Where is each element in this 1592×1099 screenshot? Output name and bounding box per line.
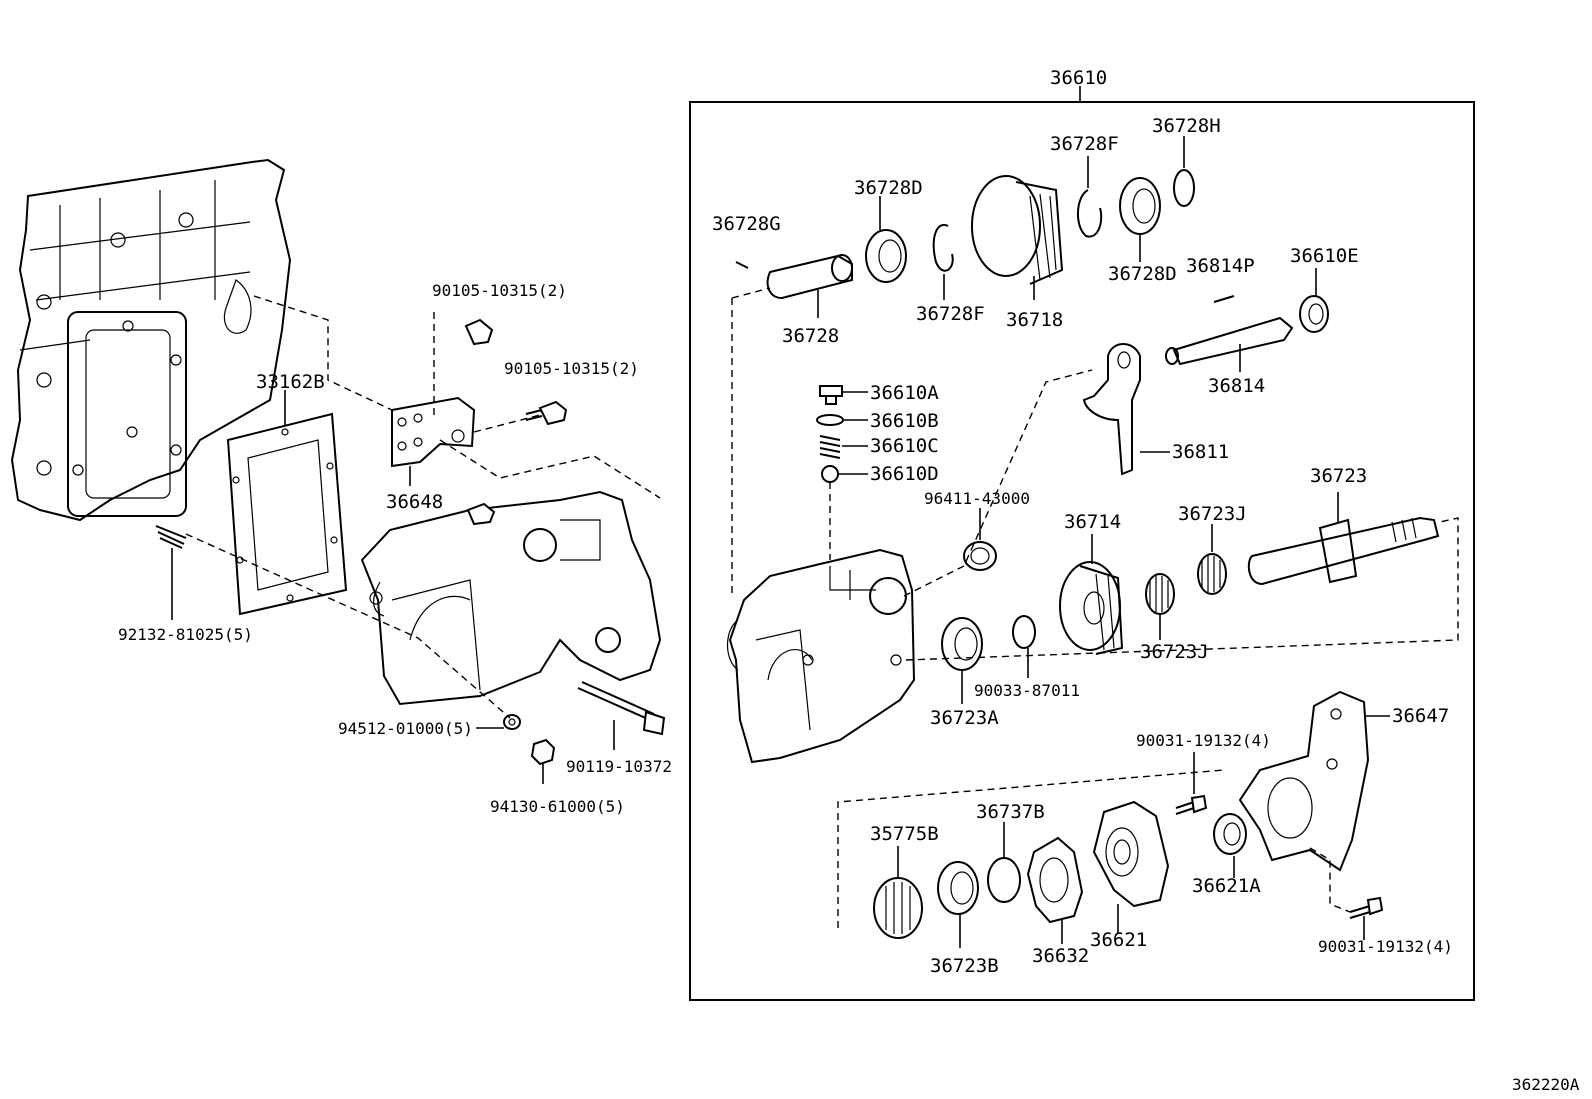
label-36610D: 36610D: [870, 463, 939, 485]
bolt-90105-upper: [464, 318, 494, 346]
assembly-label: 36610: [1050, 67, 1107, 89]
bearing-36723B: [937, 861, 979, 915]
bolt-90031-upper: [1175, 794, 1208, 815]
label-36621: 36621: [1090, 929, 1147, 951]
needle-bearing-36723J-right: [1197, 553, 1227, 595]
label-36737B: 36737B: [976, 801, 1045, 823]
pin-36728G: [735, 261, 749, 269]
shaft-36723: [1247, 516, 1440, 586]
gasket-36632: [1026, 836, 1084, 924]
label-92132: 92132-81025(5): [118, 625, 253, 644]
cover-36647: [1238, 690, 1370, 872]
gasket-33162B: [226, 412, 348, 616]
label-90031-upper: 90031-19132(4): [1136, 731, 1271, 750]
washer-36610B: [816, 414, 844, 426]
bearing-36728D-right: [1119, 177, 1161, 235]
label-36714: 36714: [1064, 511, 1121, 533]
label-35775B: 35775B: [870, 823, 939, 845]
label-36718: 36718: [1006, 309, 1063, 331]
label-36610B: 36610B: [870, 410, 939, 432]
label-36728D-left: 36728D: [854, 177, 923, 199]
collar-90033: [1012, 615, 1036, 649]
label-36647: 36647: [1392, 705, 1449, 727]
alignment-lines-left: [185, 295, 661, 719]
bracket-36648: [391, 396, 476, 468]
gear-36718: [971, 175, 1064, 285]
shaft-36814: [1165, 316, 1294, 366]
label-36723: 36723: [1310, 465, 1367, 487]
seal-36621A: [1213, 813, 1247, 855]
label-36728F-left: 36728F: [916, 303, 985, 325]
pto-housing-right-drawing: [727, 548, 916, 764]
plug-36610A: [819, 385, 843, 405]
label-36648: 36648: [386, 491, 443, 513]
bearing-36728D-left: [865, 229, 907, 283]
label-90105-upper: 90105-10315(2): [432, 281, 567, 300]
transmission-case-drawing: [10, 158, 292, 522]
spring-36610C: [819, 435, 841, 459]
label-90119: 90119-10372: [566, 757, 672, 776]
label-94130: 94130-61000(5): [490, 797, 625, 816]
label-90033: 90033-87011: [974, 681, 1080, 700]
label-36632: 36632: [1032, 945, 1089, 967]
bolt-90105-lower: [525, 400, 568, 426]
pin-36814P: [1213, 295, 1235, 303]
label-36814: 36814: [1208, 375, 1265, 397]
seal-36610E: [1299, 295, 1329, 333]
retainer-36621: [1092, 800, 1170, 908]
shift-fork-36811: [1082, 343, 1141, 476]
snap-ring-36728F-right: [1077, 189, 1103, 238]
snap-ring-36728F-left: [932, 223, 954, 272]
assembly-36610-frame: [689, 101, 1475, 1001]
needle-bearing-36723J-left: [1145, 573, 1175, 615]
washer-94512: [503, 714, 521, 730]
label-90105-lower: 90105-10315(2): [504, 359, 639, 378]
reference-code: 362220A: [1512, 1075, 1580, 1094]
label-36811: 36811: [1172, 441, 1229, 463]
label-36728F-right: 36728F: [1050, 133, 1119, 155]
bearing-36723A: [941, 617, 983, 671]
label-36610C: 36610C: [870, 435, 939, 457]
stud-92132: [155, 525, 187, 549]
shim-36728H: [1173, 169, 1195, 207]
pto-housing-left-drawing: [360, 490, 662, 706]
label-96411: 96411-43000: [924, 489, 1030, 508]
label-36723A: 36723A: [930, 707, 999, 729]
label-33162B: 33162B: [256, 371, 325, 393]
gear-36714: [1059, 561, 1124, 655]
label-36814P: 36814P: [1186, 255, 1255, 277]
ball-36610D: [821, 465, 839, 483]
shaft-36728: [766, 254, 853, 300]
label-36728G: 36728G: [712, 213, 781, 235]
bolt-90119: [577, 681, 666, 736]
alignment-lines-right: [731, 287, 1459, 928]
label-36610E: 36610E: [1290, 245, 1359, 267]
bolt-90031-lower: [1349, 896, 1384, 919]
bearing-35775B: [873, 877, 923, 939]
label-94512: 94512-01000(5): [338, 719, 473, 738]
o-ring-36737B: [987, 857, 1021, 903]
label-90031-lower: 90031-19132(4): [1318, 937, 1453, 956]
label-36728: 36728: [782, 325, 839, 347]
label-36610A: 36610A: [870, 382, 939, 404]
label-36723B: 36723B: [930, 955, 999, 977]
label-36728D-right: 36728D: [1108, 263, 1177, 285]
label-36728H: 36728H: [1152, 115, 1221, 137]
label-36723J-lower: 36723J: [1140, 641, 1209, 663]
label-36621A: 36621A: [1192, 875, 1261, 897]
label-36723J-upper: 36723J: [1178, 503, 1247, 525]
nut-94130: [530, 738, 556, 766]
